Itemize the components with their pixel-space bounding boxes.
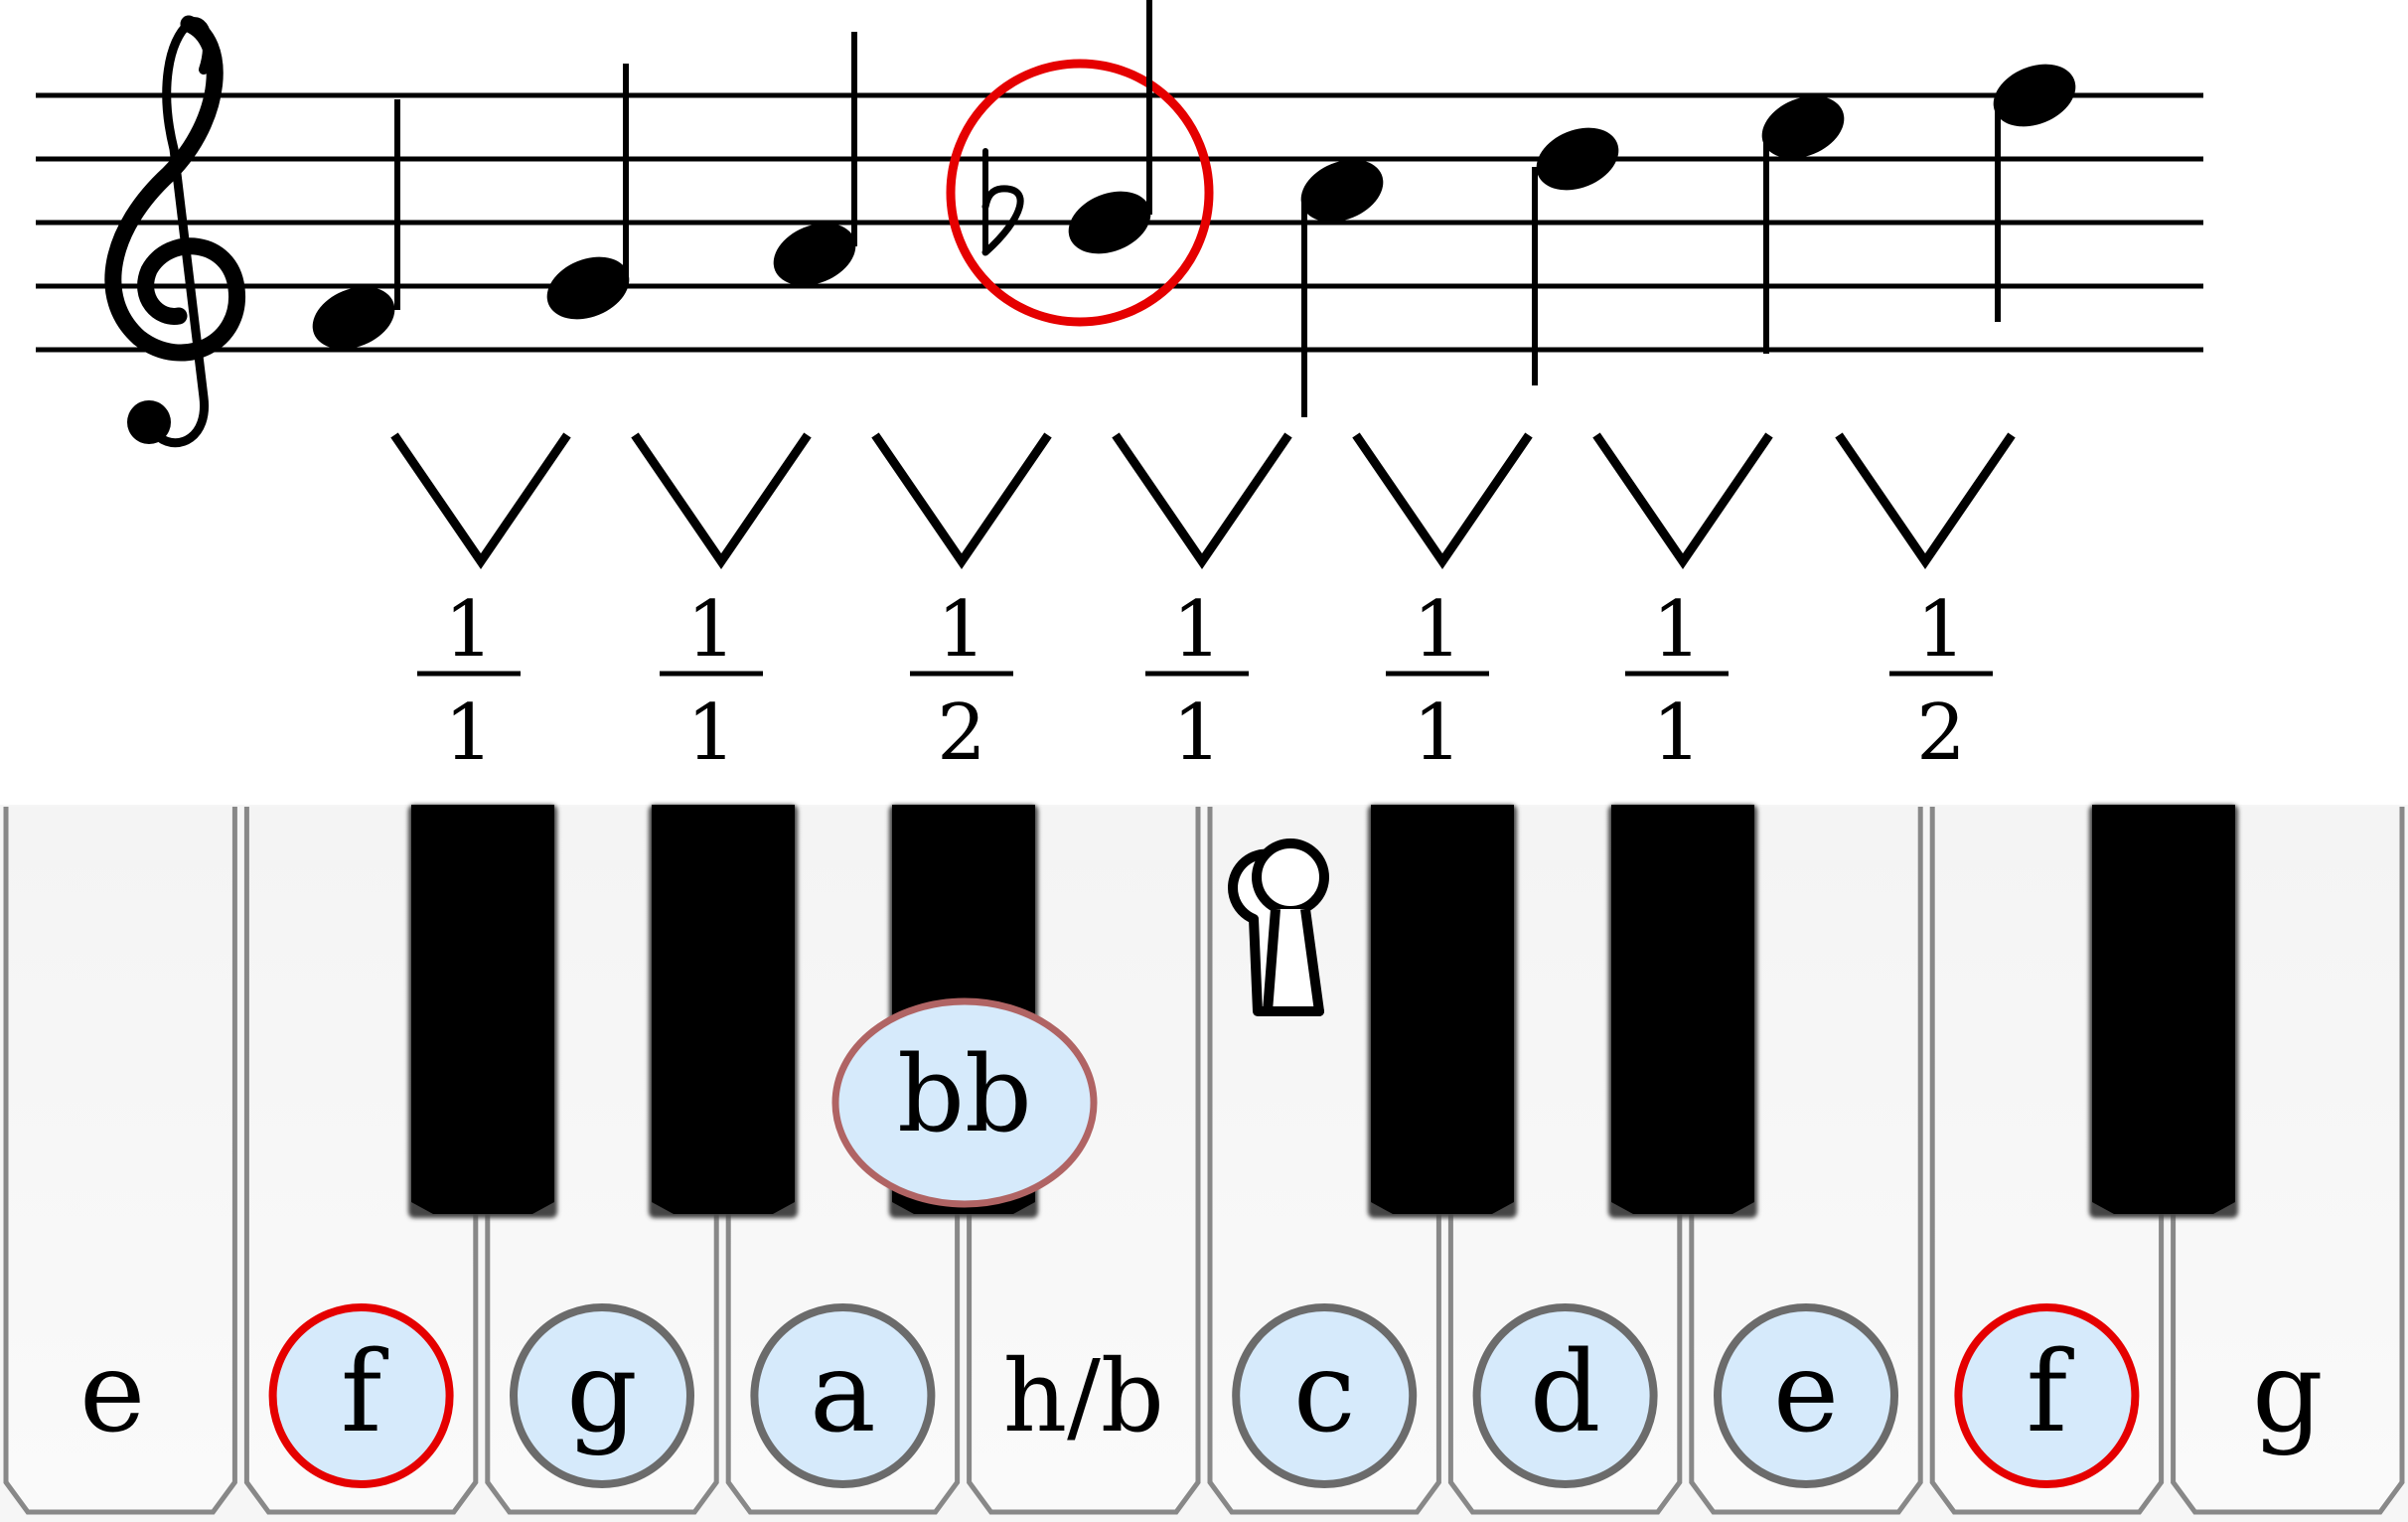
interval-numerator: 1 bbox=[1916, 585, 1966, 675]
black-key-body[interactable] bbox=[1611, 805, 1754, 1214]
interval-denominator: 1 bbox=[686, 688, 736, 778]
scale-endpoint-marker bbox=[268, 1303, 454, 1488]
key-label-text: d bbox=[1530, 1328, 1601, 1457]
note-d bbox=[1532, 127, 1619, 385]
interval-denominator: 2 bbox=[937, 688, 986, 778]
scale-note-marker bbox=[1232, 1303, 1418, 1488]
scale-note-marker bbox=[750, 1303, 936, 1488]
scale-endpoint-marker bbox=[1954, 1303, 2140, 1488]
notehead bbox=[1300, 159, 1384, 223]
scale-note-marker bbox=[1714, 1303, 1898, 1488]
interval-3: 12 bbox=[871, 432, 1052, 778]
black-key-body[interactable] bbox=[1371, 805, 1514, 1214]
key-label-g: g bbox=[2252, 1328, 2324, 1457]
notehead bbox=[546, 256, 630, 320]
interval-1: 11 bbox=[390, 432, 571, 778]
flat-note-highlight-ring bbox=[946, 59, 1214, 327]
key-label-f: f bbox=[268, 1303, 454, 1488]
notehead bbox=[312, 286, 395, 350]
notehead bbox=[773, 223, 856, 286]
interval-numerator: 1 bbox=[937, 585, 986, 675]
black-key-body[interactable] bbox=[411, 805, 554, 1214]
staff-notes bbox=[312, 0, 2076, 417]
key-label-e: e bbox=[1714, 1303, 1898, 1488]
interval-6: 11 bbox=[1592, 432, 1773, 778]
interval-4: 11 bbox=[1112, 432, 1292, 778]
notehead bbox=[1761, 95, 1845, 159]
black-key-f-sharp[interactable] bbox=[408, 805, 557, 1218]
key-label-h-b: h/b bbox=[1003, 1338, 1164, 1454]
note-e bbox=[1761, 95, 1845, 354]
key-label-text: c bbox=[1293, 1328, 1356, 1457]
v-bracket-icon bbox=[1835, 432, 2016, 569]
interval-denominator: 1 bbox=[1172, 688, 1222, 778]
key-label-text: e bbox=[1773, 1328, 1839, 1457]
interval-2: 11 bbox=[631, 432, 812, 778]
keyhole-icon bbox=[1228, 838, 1329, 1016]
key-label-text: g bbox=[2252, 1328, 2324, 1457]
note-c bbox=[1300, 159, 1384, 417]
interval-numerator: 1 bbox=[444, 585, 494, 675]
key-label-d: d bbox=[1472, 1303, 1658, 1488]
interval-numerator: 1 bbox=[1652, 585, 1702, 675]
interval-5: 11 bbox=[1352, 432, 1533, 778]
v-bracket-icon bbox=[871, 432, 1052, 569]
key-label-text: a bbox=[810, 1328, 876, 1457]
interval-numerator: 1 bbox=[1413, 585, 1462, 675]
music-staff bbox=[36, 0, 2203, 448]
interval-denominator: 1 bbox=[1413, 688, 1462, 778]
v-bracket-icon bbox=[390, 432, 571, 569]
v-bracket-icon bbox=[631, 432, 812, 569]
notehead bbox=[1068, 191, 1151, 254]
note-a bbox=[773, 32, 857, 286]
interval-numerator: 1 bbox=[686, 585, 736, 675]
key-label-text: f bbox=[341, 1328, 389, 1457]
key-label-e: e bbox=[79, 1328, 145, 1457]
scale-note-marker bbox=[510, 1303, 694, 1488]
black-key-c-sharp[interactable] bbox=[1368, 805, 1517, 1218]
interval-denominator: 1 bbox=[1652, 688, 1702, 778]
clef-tail-dot bbox=[127, 400, 171, 444]
key-label-text: e bbox=[79, 1328, 145, 1457]
bb-marker-label: bb bbox=[897, 1033, 1032, 1155]
black-key-g-sharp[interactable] bbox=[649, 805, 798, 1218]
black-key-d-sharp[interactable] bbox=[1608, 805, 1757, 1218]
black-key-body[interactable] bbox=[2092, 805, 2235, 1214]
black-key-body[interactable] bbox=[652, 805, 795, 1214]
key-label-text: f bbox=[2027, 1328, 2075, 1457]
interval-7: 12 bbox=[1835, 432, 2016, 778]
white-key-markers: e f g a h/b c d e f g bbox=[79, 1303, 2324, 1488]
interval-denominator: 1 bbox=[444, 688, 494, 778]
piano-keyboard: bb e f g a h/b c d e f g bbox=[0, 805, 2408, 1522]
key-label-f: f bbox=[1954, 1303, 2140, 1488]
interval-numerator: 1 bbox=[1172, 585, 1222, 675]
notehead bbox=[1993, 64, 2076, 127]
flat-sign-icon bbox=[981, 148, 1024, 256]
v-bracket-icon bbox=[1352, 432, 1533, 569]
white-key-body[interactable] bbox=[3, 807, 237, 1515]
key-label-g: g bbox=[510, 1303, 694, 1488]
key-label-text: h/b bbox=[1003, 1338, 1164, 1454]
v-bracket-icon bbox=[1112, 432, 1292, 569]
key-label-a: a bbox=[750, 1303, 936, 1488]
v-bracket-icon bbox=[1592, 432, 1773, 569]
note-f bbox=[1993, 64, 2076, 322]
note-f bbox=[312, 99, 400, 350]
scale-note-marker bbox=[1472, 1303, 1658, 1488]
key-label-c: c bbox=[1232, 1303, 1418, 1488]
black-key-f-sharp-2[interactable] bbox=[2089, 805, 2238, 1218]
key-label-text: g bbox=[566, 1328, 638, 1457]
treble-clef-icon bbox=[104, 15, 245, 448]
note-g bbox=[546, 64, 630, 320]
interval-denominator: 2 bbox=[1916, 688, 1966, 778]
note-bb bbox=[1068, 0, 1152, 254]
notehead bbox=[1536, 127, 1619, 191]
bb-marker: bb bbox=[831, 997, 1098, 1208]
white-key-e[interactable] bbox=[3, 807, 237, 1515]
